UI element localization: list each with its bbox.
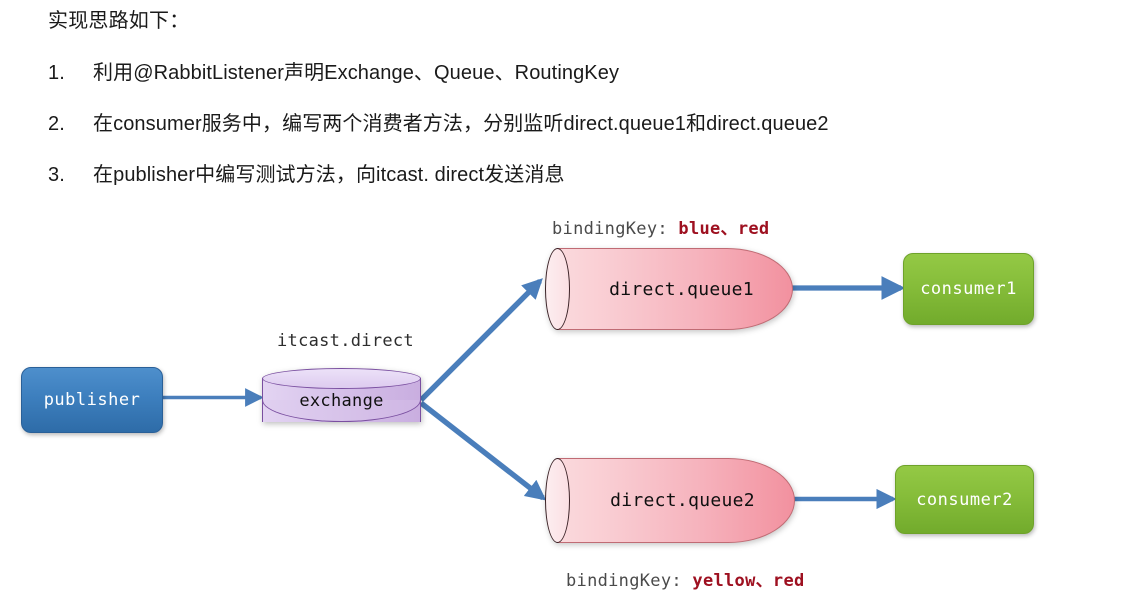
exchange-node[interactable]: exchange (262, 368, 421, 432)
queue1-cylinder-body (557, 248, 793, 330)
consumer2-label: consumer2 (916, 489, 1013, 510)
queue2-label: direct.queue2 (610, 490, 755, 511)
queue2-cylinder-left-ellipse (545, 458, 570, 543)
queue1-cylinder-left-ellipse (545, 248, 570, 330)
binding-key-label-1: bindingKey: blue、red (552, 214, 769, 239)
step-number-2: 2. (48, 113, 65, 135)
exchange-label: exchange (299, 391, 384, 411)
consumer1-node[interactable]: consumer1 (903, 253, 1034, 325)
publisher-label: publisher (43, 390, 141, 410)
exchange-name-label: itcast.direct (277, 331, 414, 351)
step-text-2: 在consumer服务中，编写两个消费者方法，分别监听direct.queue1… (93, 113, 829, 135)
binding-key-prefix-2: bindingKey: (566, 571, 693, 591)
binding-key-values-1: blue、red (678, 219, 770, 239)
binding-key-prefix-1: bindingKey: (552, 219, 679, 239)
queue2-cylinder-body (557, 458, 795, 543)
step-text-1: 利用@RabbitListener声明Exchange、Queue、Routin… (93, 62, 620, 84)
intro-heading: 实现思路如下： (48, 10, 190, 32)
step-item-3: 3. 在publisher中编写测试方法，向itcast. direct发送消息 (48, 161, 565, 189)
consumer1-label: consumer1 (920, 279, 1017, 299)
queue2-node[interactable]: direct.queue2 (545, 458, 795, 543)
step-item-1: 1. 利用@RabbitListener声明Exchange、Queue、Rout… (48, 59, 619, 87)
step-item-2: 2. 在consumer服务中，编写两个消费者方法，分别监听direct.queu… (48, 110, 829, 138)
binding-key-label-2: bindingKey: yellow、red (566, 566, 805, 591)
step-number-3: 3. (48, 164, 65, 186)
arrow-exchange-to-queue1 (419, 278, 543, 402)
step-text-3: 在publisher中编写测试方法，向itcast. direct发送消息 (93, 164, 565, 186)
step-number-1: 1. (48, 62, 65, 84)
exchange-cylinder-top-ellipse (262, 368, 421, 389)
arrow-exchange-to-queue2 (419, 400, 547, 501)
binding-key-values-2: yellow、red (692, 571, 805, 591)
queue1-node[interactable]: direct.queue1 (545, 248, 793, 330)
consumer2-node[interactable]: consumer2 (895, 465, 1034, 534)
queue1-label: direct.queue1 (609, 278, 754, 300)
publisher-node[interactable]: publisher (21, 367, 163, 433)
